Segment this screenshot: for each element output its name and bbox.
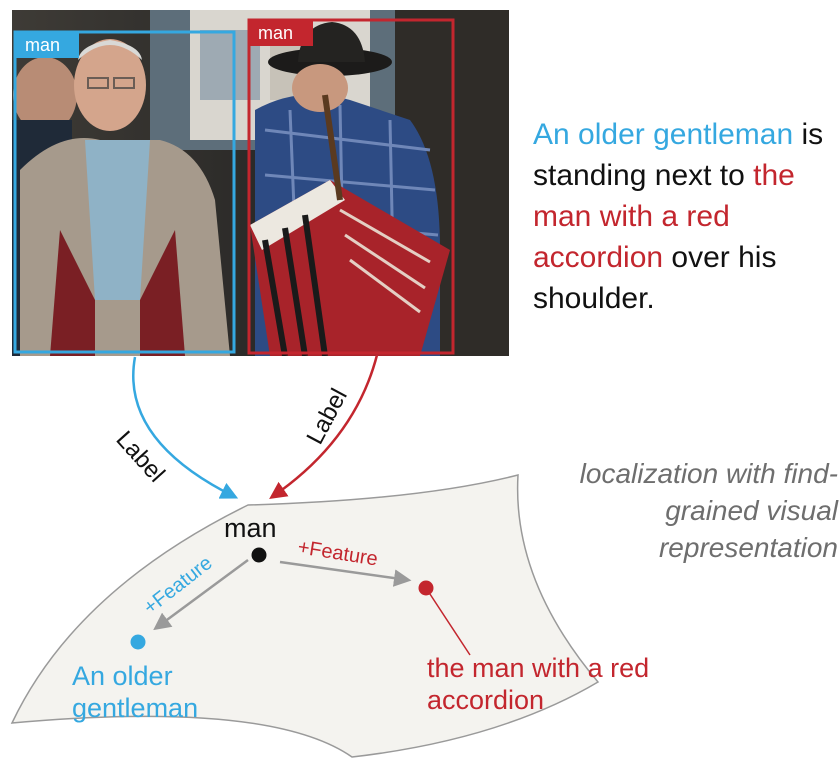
caption-relation: is standing next to xyxy=(533,118,824,192)
embedding-manifold xyxy=(10,474,600,758)
localization-note: localization with find-grained visual re… xyxy=(579,458,838,563)
caption-tail: over his shoulder. xyxy=(533,241,777,315)
bbox-tag-right: man xyxy=(258,23,293,43)
caption-object: the man with a red accordion xyxy=(533,159,795,274)
feature-arrow-left xyxy=(153,558,249,631)
node-older-gentleman xyxy=(130,634,146,650)
node-label-man: man xyxy=(224,513,277,543)
node-man xyxy=(251,547,267,563)
red-node-leader xyxy=(425,587,471,656)
node-label-accordion-man: the man with a red accordion xyxy=(427,653,650,715)
photo xyxy=(12,10,509,356)
label-arrow-blue xyxy=(132,356,239,499)
label-arrow-red xyxy=(269,354,379,499)
caption: An older gentleman is standing next to t… xyxy=(533,114,838,319)
bbox-tag-left: man xyxy=(25,35,60,55)
node-accordion-man xyxy=(418,580,434,596)
node-label-older-gentleman: An older gentleman xyxy=(72,661,199,723)
label-text-left: Label xyxy=(111,426,170,488)
bbox-older-man: man xyxy=(13,30,236,354)
bbox-accordion-man: man xyxy=(247,18,455,355)
label-text-right: Label xyxy=(301,384,352,449)
feature-arrow-right xyxy=(279,560,412,587)
caption-subject: An older gentleman xyxy=(533,118,794,151)
